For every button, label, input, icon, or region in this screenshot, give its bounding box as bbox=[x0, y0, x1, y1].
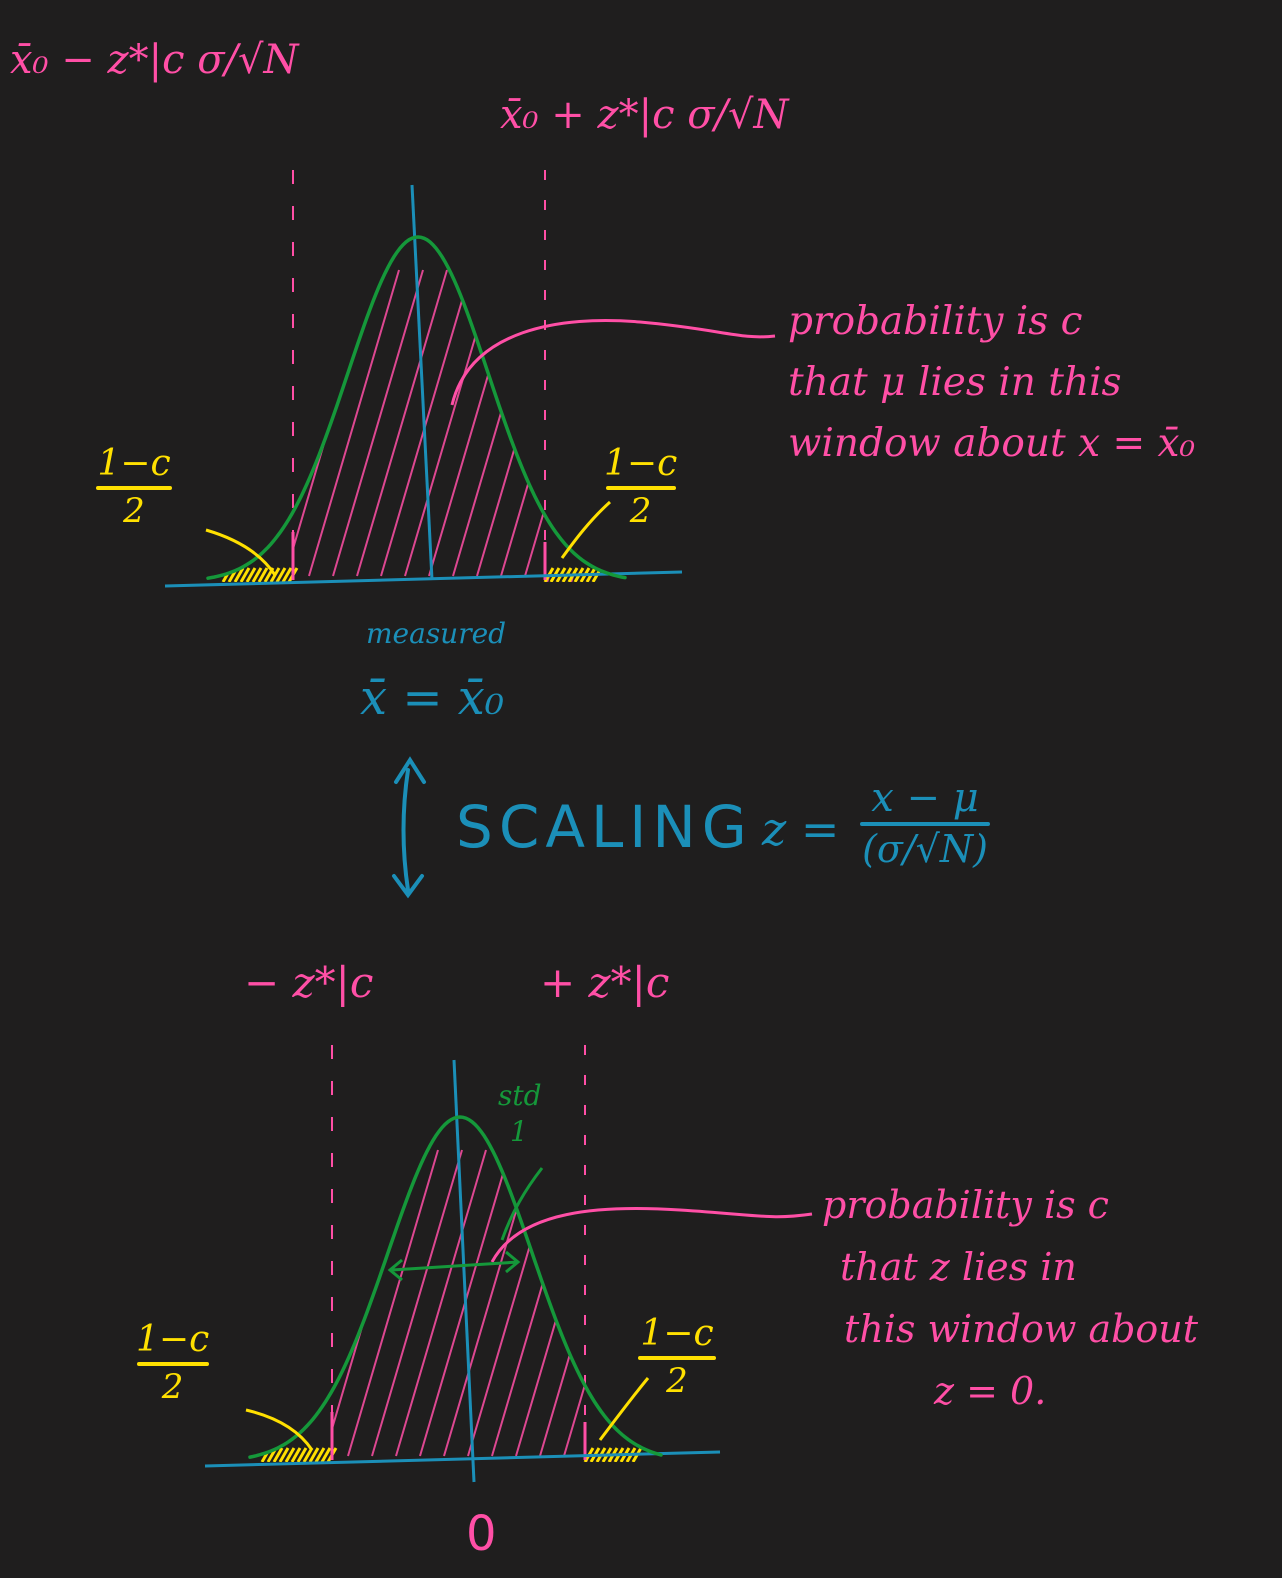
tail-mark bbox=[257, 567, 269, 582]
top-note-pointer bbox=[450, 318, 776, 406]
hatch-line bbox=[331, 1149, 415, 1430]
measured-label: measured bbox=[366, 617, 507, 650]
bottom-left-tail-pointer bbox=[245, 1408, 314, 1451]
hatch-line bbox=[395, 1149, 487, 1457]
bottom-right-bound-label: + z*|c bbox=[540, 958, 670, 1007]
hatch-line bbox=[292, 269, 304, 305]
center-axis bbox=[452, 1059, 476, 1483]
arrows-and-pointers bbox=[205, 318, 813, 1451]
top-right-tail-fraction: 1−c 2 bbox=[604, 443, 678, 531]
hatch-line bbox=[356, 269, 448, 577]
bottom-left-bound-label: − z*|c bbox=[244, 958, 374, 1007]
hatch-line bbox=[331, 1149, 343, 1185]
top-right-bound-label: x̄₀ + z*|c σ/√N bbox=[500, 92, 789, 138]
bottom-left-tail-fraction: 1−c 2 bbox=[136, 1319, 210, 1407]
tail-mark bbox=[290, 1447, 302, 1462]
std-pointer bbox=[500, 1167, 544, 1241]
tail-mark bbox=[272, 1447, 284, 1462]
tail-mark bbox=[284, 1447, 296, 1462]
hatch-line bbox=[452, 269, 544, 577]
x-axis bbox=[204, 1450, 721, 1468]
tail-mark bbox=[233, 567, 245, 582]
note-line: z = 0. bbox=[934, 1369, 1047, 1413]
top-right-tail-pointer bbox=[560, 500, 612, 559]
hatch-line bbox=[332, 269, 424, 577]
measured-equation: x̄ = x̄₀ bbox=[360, 670, 505, 726]
note-line: window about x = x̄₀ bbox=[788, 421, 1196, 466]
std-width-arrow bbox=[387, 1250, 521, 1282]
hatch-line bbox=[443, 1149, 535, 1457]
hatch-line bbox=[371, 1149, 463, 1457]
bell-curve bbox=[206, 235, 627, 580]
top-probability-note: probability is c that μ lies in this win… bbox=[788, 302, 1195, 463]
tail-denominator: 2 bbox=[666, 1361, 688, 1401]
tail-mark bbox=[251, 567, 263, 582]
tail-mark bbox=[308, 1447, 320, 1462]
std-label-line1: std bbox=[498, 1079, 542, 1112]
hatch-line bbox=[524, 507, 546, 577]
tail-mark bbox=[314, 1447, 326, 1462]
hatch-line bbox=[584, 1455, 613, 1462]
tail-mark bbox=[245, 567, 257, 582]
note-line: that z lies in bbox=[840, 1245, 1077, 1289]
top-left-tail-fraction: 1−c 2 bbox=[96, 446, 172, 528]
tail-mark bbox=[239, 567, 251, 582]
tail-mark bbox=[296, 1447, 308, 1462]
top-distribution bbox=[164, 170, 683, 588]
note-line: probability is c bbox=[822, 1183, 1109, 1227]
tail-denominator: 2 bbox=[629, 491, 652, 531]
hatch-line bbox=[491, 1149, 583, 1457]
hatch-line bbox=[563, 1384, 586, 1457]
top-left-bound-label: x̄₀ − z*|c σ/√N bbox=[10, 37, 299, 83]
scaling-denominator: (σ/√N) bbox=[862, 827, 988, 871]
tail-mark bbox=[278, 1447, 290, 1462]
scaling-lhs: z = bbox=[762, 802, 840, 856]
std-label-line2: 1 bbox=[510, 1115, 528, 1148]
bottom-right-tail-pointer bbox=[598, 1377, 650, 1441]
bell-curve bbox=[248, 1115, 663, 1459]
scaling-fraction: x − μ (σ/√N) bbox=[860, 778, 990, 868]
tail-mark bbox=[275, 567, 287, 582]
tail-mark bbox=[281, 567, 293, 582]
tail-denominator: 2 bbox=[161, 1367, 184, 1407]
center-axis bbox=[410, 184, 434, 581]
note-line: probability is c bbox=[788, 299, 1083, 344]
bottom-right-tail-fraction: 1−c 2 bbox=[638, 1316, 716, 1398]
bottom-distribution bbox=[204, 1045, 721, 1483]
hatch-line bbox=[544, 575, 574, 582]
bottom-note-pointer bbox=[490, 1206, 813, 1263]
x-axis bbox=[164, 570, 683, 588]
note-line: this window about bbox=[844, 1307, 1199, 1351]
scaling-word: SCALING bbox=[456, 793, 753, 861]
top-left-tail-pointer bbox=[205, 528, 277, 576]
tail-numerator: 1−c bbox=[136, 1319, 210, 1360]
tail-numerator: 1−c bbox=[604, 443, 678, 484]
scaling-numerator: x − μ bbox=[871, 775, 979, 821]
tail-numerator: 1−c bbox=[97, 443, 171, 484]
scaling-double-arrow bbox=[392, 756, 426, 899]
tail-mark bbox=[320, 1447, 332, 1462]
tail-denominator: 2 bbox=[123, 491, 145, 531]
hatch-line bbox=[308, 269, 400, 577]
hatch-line bbox=[380, 269, 472, 577]
tail-numerator: 1−c bbox=[640, 1313, 714, 1354]
hatch-line bbox=[331, 1149, 367, 1266]
bottom-probability-note: probability is c that z lies in this win… bbox=[822, 1186, 1198, 1410]
hatch-group bbox=[331, 1149, 613, 1462]
hatch-line bbox=[539, 1302, 586, 1457]
hatch-line bbox=[331, 1149, 391, 1348]
hatch-line bbox=[292, 269, 328, 386]
zero-label: 0 bbox=[466, 1506, 497, 1562]
hatch-line bbox=[347, 1149, 439, 1457]
hatch-line bbox=[292, 269, 352, 468]
note-line: that μ lies in this bbox=[788, 360, 1122, 405]
